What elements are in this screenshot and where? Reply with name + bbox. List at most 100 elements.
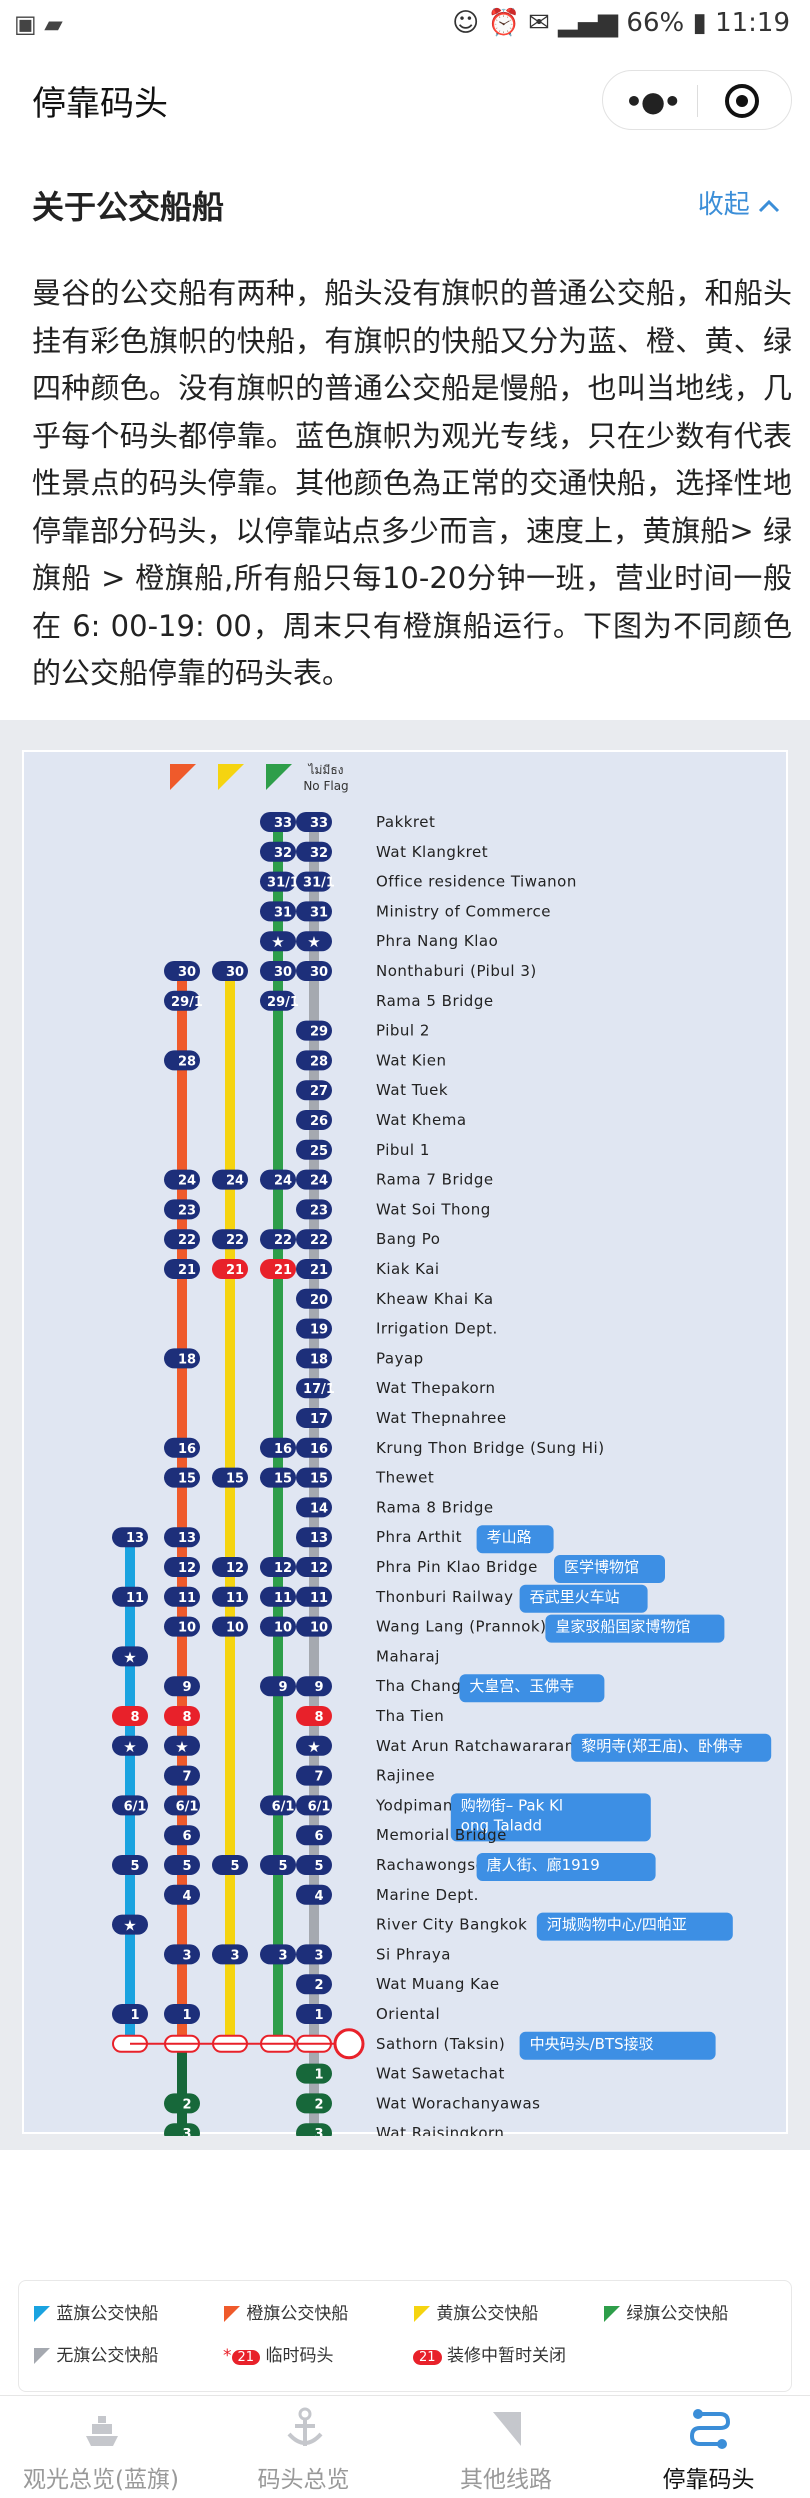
station-badge (164, 1765, 200, 1786)
chevron-up-icon (758, 199, 780, 212)
station-code: 29/1 (171, 995, 203, 1010)
station-badge (212, 1616, 248, 1637)
station-code: 24 (310, 1174, 328, 1189)
station-name: Wat Khema (376, 1111, 467, 1129)
station-badge (296, 2063, 332, 2084)
station-code: 11 (178, 1591, 196, 1606)
collapse-button[interactable]: 收起 (698, 184, 780, 221)
station-code: 11 (274, 1591, 292, 1606)
station-code: 31 (310, 905, 328, 920)
legend-temp-pier: *21 临时码头 (223, 2341, 333, 2366)
station-badge (164, 1437, 200, 1458)
station-code: 23 (310, 1203, 328, 1218)
station-code: 5 (182, 1859, 191, 1874)
station-badge (212, 1944, 248, 1965)
station-name: Tha Tien (375, 1707, 444, 1725)
close-miniapp-icon[interactable] (725, 84, 759, 118)
tab-route[interactable]: 停靠码头 (608, 2396, 810, 2498)
notification-icons: ▣ ▰ (14, 10, 63, 38)
station-code: 9 (182, 1680, 191, 1695)
station-badge (164, 1586, 200, 1607)
more-icon[interactable]: •●• (625, 85, 681, 118)
station-name: Rama 5 Bridge (376, 992, 494, 1010)
station-code: 5 (278, 1859, 287, 1874)
station-code: 13 (178, 1531, 196, 1546)
station-badge (296, 841, 332, 862)
station-code: 16 (274, 1442, 292, 1457)
station-badge (112, 1735, 148, 1756)
station-code: 30 (226, 965, 244, 980)
station-badge (260, 961, 296, 981)
station-badge (164, 1795, 200, 1816)
legend-item: 黄旗公交快船 (413, 2299, 538, 2324)
station-code: 14 (310, 1501, 328, 1516)
place-tag-text: 中央码头/BTS接驳 (530, 2035, 654, 2053)
station-name: Marine Dept. (376, 1886, 479, 1904)
place-tag-text: 唐人街、廊1919 (487, 1856, 600, 1874)
station-code: 5 (314, 1859, 323, 1874)
station-name: Phra Pin Klao Bridge (376, 1558, 538, 1576)
station-badge (164, 1259, 200, 1279)
place-tag (476, 1525, 554, 1554)
star-icon: ★ (307, 933, 320, 951)
tab-boat[interactable]: 观光总览(蓝旗) (0, 2396, 202, 2498)
tab-anchor[interactable]: 码头总览 (203, 2396, 405, 2498)
place-tag (476, 1853, 656, 1881)
station-code: 10 (274, 1621, 292, 1636)
station-name: Wat Thepnahree (376, 1409, 507, 1427)
station-badge (296, 1229, 332, 1250)
station-code: 9 (278, 1680, 287, 1695)
station-code: 21 (274, 1263, 292, 1278)
place-tag (450, 1793, 651, 1842)
station-badge (260, 1467, 296, 1488)
station-badge (296, 1944, 332, 1965)
status-bar: ▣ ▰ ☺ ⏰ ✉ ▂▄▆ 66% ▮ 11:19 (0, 0, 810, 48)
station-code: 31/1 (267, 876, 299, 891)
station-badge (164, 1467, 200, 1488)
station-badge (164, 1855, 200, 1875)
station-code: 8 (130, 1710, 139, 1725)
station-badge (296, 1080, 332, 1101)
station-badge (296, 1706, 332, 1726)
station-badge (296, 1825, 332, 1846)
station-badge (164, 1557, 200, 1577)
station-name: Wat Worachanyawas (376, 2094, 541, 2112)
place-tag (571, 1733, 772, 1762)
star-icon: ★ (123, 1738, 136, 1756)
station-code: 17/1 (303, 1382, 335, 1397)
station-name: Wat Arun Ratchawararam (376, 1737, 580, 1755)
station-code: 32 (310, 846, 328, 861)
flag-orange-icon (170, 764, 196, 790)
clock: 11:19 (715, 8, 790, 38)
station-name: Office residence Tiwanon (376, 873, 577, 891)
station-name: Wang Lang (Prannok) (376, 1618, 546, 1636)
station-code: 6 (314, 1829, 323, 1844)
station-name: Wat Thepakorn (376, 1379, 496, 1397)
station-code: 15 (310, 1472, 328, 1487)
station-badge (164, 1825, 200, 1846)
station-code: 13 (310, 1531, 328, 1546)
station-code: 30 (178, 965, 196, 980)
station-badge (296, 1497, 332, 1518)
station-code: 31/1 (303, 876, 335, 891)
place-tag-text: 考山路 (487, 1528, 532, 1546)
station-badge (260, 841, 296, 862)
station-code: 24 (226, 1174, 244, 1189)
place-tag-text: 医学博物馆 (564, 1558, 639, 1576)
station-code: 7 (182, 1770, 191, 1785)
station-badge (260, 871, 296, 892)
station-badge (260, 1855, 296, 1875)
station-code: 24 (274, 1174, 292, 1189)
station-name: Rama 8 Bridge (376, 1498, 494, 1516)
station-badge (296, 1050, 332, 1071)
station-badge (164, 1527, 200, 1548)
tab-flag[interactable]: 其他线路 (405, 2396, 607, 2498)
legend-flag-icon (604, 2306, 620, 2322)
station-name: Sathorn (Taksin) (376, 2035, 505, 2053)
station-code: 1 (314, 2008, 323, 2023)
station-badge (260, 1944, 296, 1965)
station-name: Pibul 2 (376, 1022, 430, 1040)
station-code: 23 (178, 1203, 196, 1218)
station-badge (296, 1378, 332, 1399)
station-code: 26 (310, 1114, 328, 1129)
